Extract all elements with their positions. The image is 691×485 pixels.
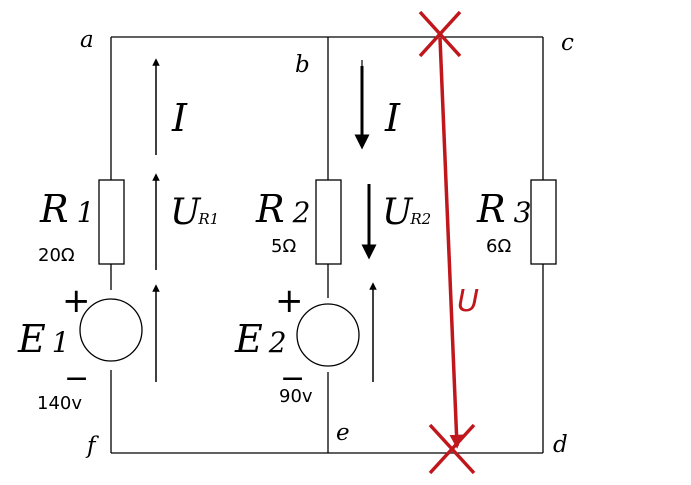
voltage-sub-ur2: R2 <box>409 210 431 228</box>
source-value-e2: 90v <box>279 386 313 407</box>
minus-sign-e1: − <box>64 361 89 396</box>
measured-voltage-arrow <box>438 37 464 449</box>
plus-sign-e1: + <box>62 281 91 321</box>
cross-mark-bottom-icon <box>428 423 476 475</box>
node-label-a: a <box>80 27 94 53</box>
source-e2 <box>296 303 360 367</box>
resistor-value-r1: 20Ω <box>38 245 75 266</box>
current-label-i1: I <box>171 96 188 140</box>
resistor-value-r3: 6Ω <box>486 236 511 257</box>
cross-mark-top-icon <box>418 10 462 58</box>
node-label-b: b <box>295 52 310 78</box>
voltage-label-ur1: UR1 <box>170 192 219 233</box>
resistor-r1 <box>98 179 125 265</box>
node-label-e: e <box>336 420 350 446</box>
source-e1 <box>79 298 143 362</box>
node-label-d: d <box>553 432 568 458</box>
node-label-f: f <box>85 433 99 459</box>
source-value-e1: 140v <box>37 393 82 414</box>
resistor-value-r2: 5Ω <box>271 236 296 257</box>
voltage-sub-ur1: R1 <box>197 210 219 228</box>
plus-sign-e2: + <box>275 281 304 321</box>
voltage-label-ur2: UR2 <box>382 192 431 233</box>
resistor-r2 <box>315 179 342 265</box>
wires <box>110 36 544 454</box>
measured-voltage-label: U <box>457 284 479 319</box>
current-label-i2: I <box>384 96 401 140</box>
resistor-r3 <box>530 179 557 265</box>
node-label-c: c <box>561 30 574 56</box>
minus-sign-e2: − <box>280 361 305 396</box>
